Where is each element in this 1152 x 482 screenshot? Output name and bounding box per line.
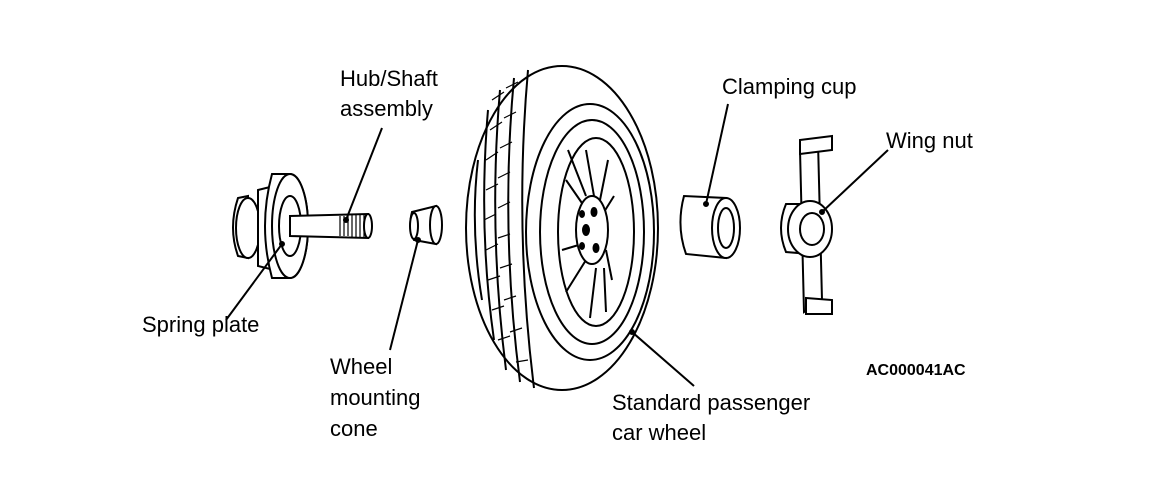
hub-shaft-assembly <box>232 173 373 279</box>
label-wheel-cone-line1: Wheel <box>330 354 393 379</box>
label-wing-nut: Wing nut <box>886 128 973 153</box>
label-wheel-cone-line2: mounting <box>330 385 421 410</box>
label-clamping-cup: Clamping cup <box>722 74 857 99</box>
label-hub-shaft-line1: Hub/Shaft <box>340 66 438 91</box>
leader-wheel-cone <box>389 239 419 351</box>
standard-passenger-car-wheel <box>465 65 659 391</box>
label-hub-shaft-line2: assembly <box>340 96 433 121</box>
leader-lines <box>225 103 889 387</box>
leader-wing-nut <box>821 149 889 213</box>
label-spring-plate: Spring plate <box>142 312 260 337</box>
leader-standard-wheel <box>631 331 695 387</box>
label-wheel-cone-line3: cone <box>330 416 378 441</box>
label-standard-wheel-line2: car wheel <box>612 420 707 445</box>
wing-nut <box>780 134 833 315</box>
label-standard-wheel-line1: Standard passenger <box>612 390 811 415</box>
figure-code: AC000041AC <box>866 362 966 379</box>
leader-clamping-cup <box>705 103 729 205</box>
leader-hub-shaft <box>345 127 383 221</box>
wheel-mounting-cone <box>409 204 443 246</box>
clamping-cup <box>679 194 741 260</box>
leader-spring-plate <box>225 243 283 321</box>
